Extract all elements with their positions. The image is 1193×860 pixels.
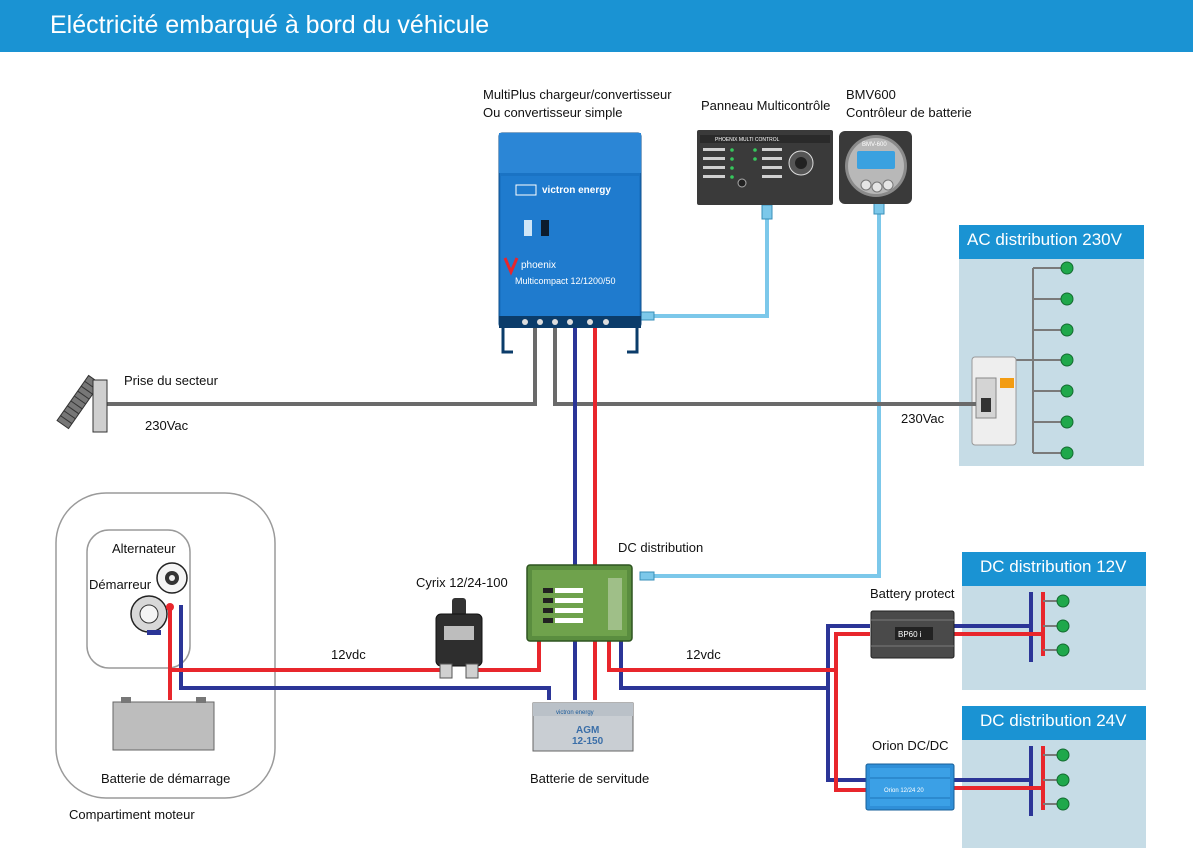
breaker-icon (971, 356, 1017, 446)
battery-protect-label: Battery protect (870, 586, 955, 601)
alternator-icon (156, 562, 188, 594)
data-cables (650, 205, 881, 578)
cyrix-relay (435, 598, 483, 679)
svg-text:victron energy: victron energy (556, 710, 594, 716)
demarreur-label: Démarreur (89, 577, 152, 592)
starter-battery (112, 697, 215, 751)
ac-node (1060, 446, 1074, 460)
svg-text:phoenix: phoenix (521, 260, 556, 271)
multiplus-label-line2: Ou convertisseur simple (483, 105, 622, 120)
dc-distribution-label: DC distribution (618, 540, 703, 555)
multiplus-label-line1: MultiPlus chargeur/convertisseur (483, 87, 672, 102)
multi-control-panel: PHOENIX MULTI CONTROL (697, 130, 833, 205)
ac-cables (106, 326, 976, 406)
dc24-panel-title: DC distribution 24V (980, 711, 1127, 730)
bmv-label-line2: Contrôleur de batterie (846, 105, 972, 120)
dc12-distribution-panel: DC distribution 12V (962, 552, 1146, 690)
positive-cables (168, 326, 1043, 792)
bmv-label-line1: BMV600 (846, 87, 896, 102)
panneau-label: Panneau Multicontrôle (701, 98, 830, 113)
svg-text:12-150: 12-150 (572, 736, 604, 747)
header-bar: Eléctricité embarqué à bord du véhicule (0, 0, 1193, 52)
svg-text:BMV-600: BMV-600 (862, 142, 887, 148)
ac-node (1060, 261, 1074, 275)
multiplus-device: victron energy phoenix Multicompact 12/1… (498, 132, 642, 354)
ac-node (1060, 353, 1074, 367)
vdc-left-label: 12vdc (331, 647, 366, 662)
ac-node (1060, 292, 1074, 306)
cyrix-label: Cyrix 12/24-100 (416, 575, 508, 590)
batt-servitude-label: Batterie de servitude (530, 771, 649, 786)
battery-protect-device: BP60 i (870, 610, 955, 659)
vdc-right-label: 12vdc (686, 647, 721, 662)
prise-label: Prise du secteur (124, 373, 219, 388)
engine-compartment (55, 492, 276, 799)
vac-left-label: 230Vac (145, 418, 189, 433)
orion-label: Orion DC/DC (872, 738, 949, 753)
orion-converter: Orion 12/24 20 (865, 763, 955, 811)
svg-text:victron energy: victron energy (542, 185, 611, 196)
bmv600-monitor: BMV-600 (839, 131, 912, 204)
service-battery: victron energy AGM 12-150 (532, 702, 634, 752)
svg-text:BP60 i: BP60 i (898, 630, 922, 639)
svg-text:AGM: AGM (576, 725, 599, 736)
vac-right-label: 230Vac (901, 411, 945, 426)
ac-panel-title: AC distribution 230V (967, 230, 1123, 249)
compartiment-label: Compartiment moteur (69, 807, 195, 822)
dc12-panel-title: DC distribution 12V (980, 557, 1127, 576)
batt-demarrage-label: Batterie de démarrage (101, 771, 230, 786)
ac-node (1060, 384, 1074, 398)
svg-text:PHOENIX MULTI CONTROL: PHOENIX MULTI CONTROL (715, 137, 780, 143)
dc-distribution-box (526, 564, 633, 642)
page-title: Eléctricité embarqué à bord du véhicule (50, 11, 490, 39)
alternateur-label: Alternateur (112, 541, 176, 556)
starter-motor-icon (130, 595, 168, 635)
svg-text:Orion 12/24 20: Orion 12/24 20 (884, 788, 924, 794)
ac-distribution-panel: AC distribution 230V (959, 225, 1144, 466)
svg-text:Multicompact 12/1200/50: Multicompact 12/1200/50 (515, 276, 616, 286)
ac-node (1060, 415, 1074, 429)
dc24-distribution-panel: DC distribution 24V (962, 706, 1146, 848)
ac-node (1060, 323, 1074, 337)
shore-power-plug-icon (56, 374, 108, 433)
